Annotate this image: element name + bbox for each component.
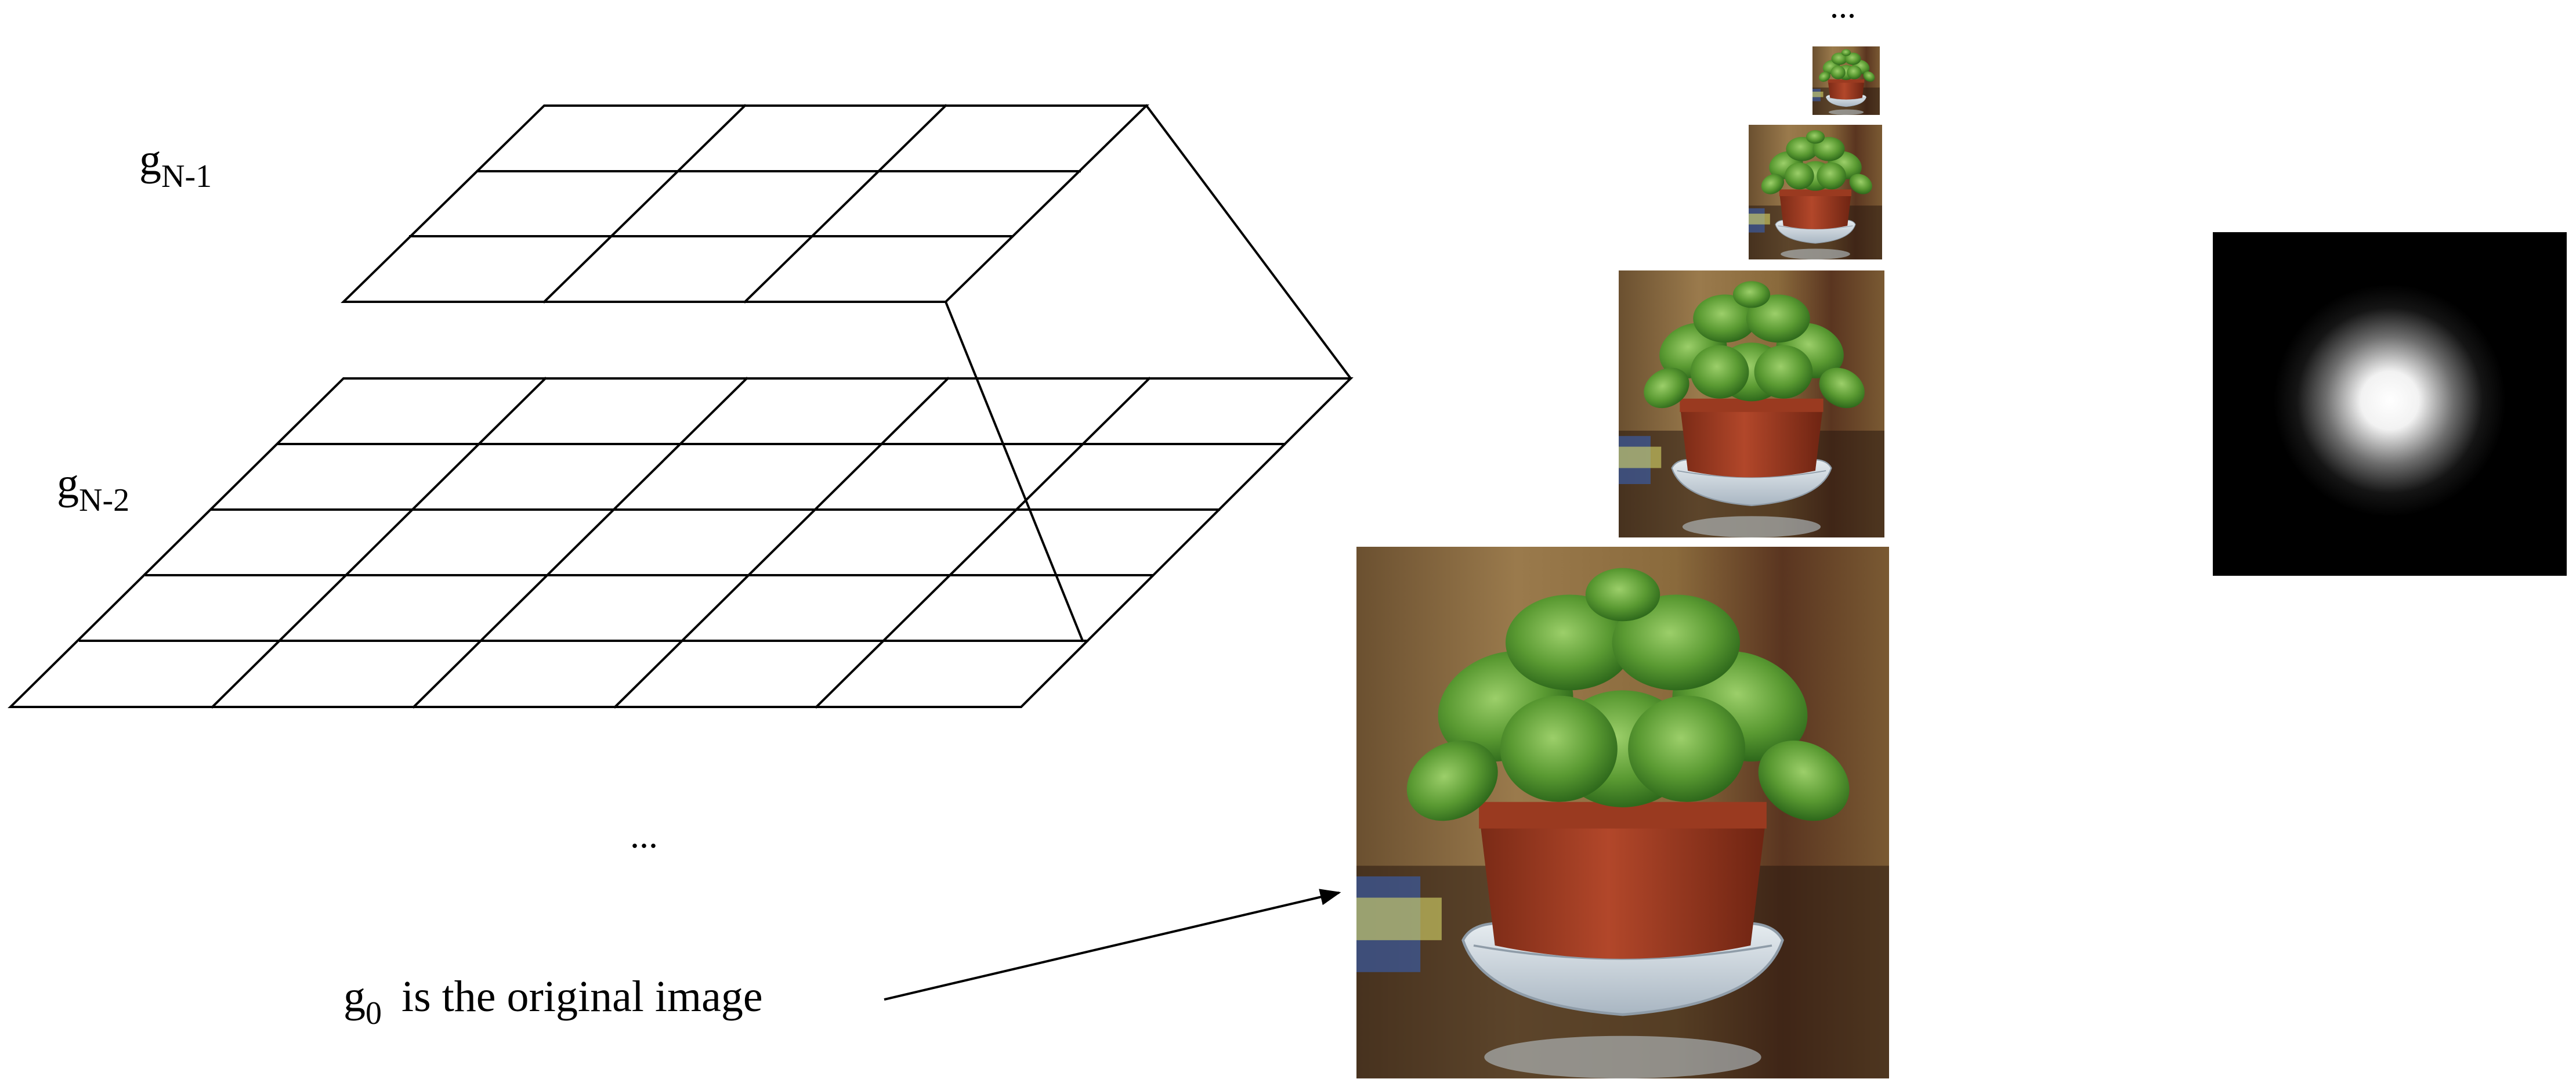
label-g-n-2: gN-2 <box>57 459 129 518</box>
arrow-to-original <box>884 889 1341 1001</box>
label-g-n-1: gN-1 <box>139 135 212 194</box>
label-g-n-1-sub: N-1 <box>161 158 212 194</box>
label-g0-text: is the original image <box>401 972 763 1021</box>
pyramid-image-level-3 <box>1749 125 1882 259</box>
label-g0-original: g0 is the original image <box>343 972 763 1031</box>
label-g-n-1-base: g <box>139 135 161 184</box>
label-g0-sub: 0 <box>366 995 382 1031</box>
level-ellipsis: ... <box>630 814 658 856</box>
label-g-n-2-sub: N-2 <box>79 482 129 518</box>
label-g0-base: g <box>343 972 366 1021</box>
pyramid-image-level-2 <box>1619 270 1884 537</box>
gaussian-kernel-image <box>2213 232 2567 576</box>
pyramid-image-level-4 <box>1812 46 1880 115</box>
label-g-n-2-base: g <box>57 459 79 508</box>
pyramid-image-level-1-original <box>1356 547 1889 1078</box>
pyramid-ellipsis: ... <box>1830 0 1856 25</box>
grid-level-n-1 <box>341 104 1149 304</box>
grid-level-n-2 <box>8 377 1354 709</box>
projection-lines <box>944 104 1352 643</box>
